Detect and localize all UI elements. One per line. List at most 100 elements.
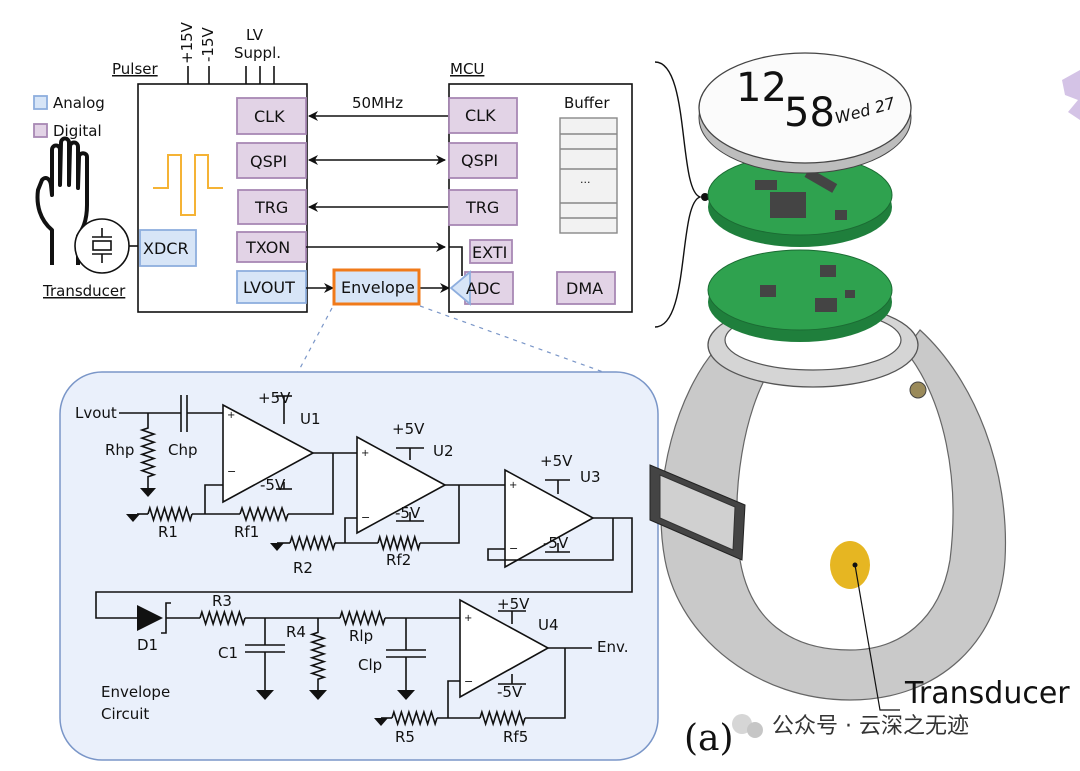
watch-face (698, 52, 912, 164)
rf1-resistor (239, 505, 289, 523)
mcu-exti (469, 239, 513, 264)
mcu-adc-label: ADC (466, 279, 500, 298)
lv-supply-label-1: LV (246, 26, 264, 44)
zoom-guide-right (419, 305, 607, 374)
legend-digital-label: Digital (53, 122, 102, 140)
ground-icon (256, 690, 274, 700)
u1-vneg: -5V (260, 476, 286, 494)
u3-label: U3 (580, 468, 601, 486)
supply-neg15: -15V (199, 27, 217, 62)
ground-icon (397, 690, 415, 700)
ground-icon (140, 488, 156, 497)
d1-label: D1 (137, 636, 158, 654)
pulser-txon-label: TXON (245, 238, 290, 257)
pulser-trg-label: TRG (254, 198, 288, 217)
envelope-block (332, 268, 421, 306)
ground-icon (126, 514, 140, 522)
u1-vpos: +5V (258, 389, 291, 407)
pulser-xdcr-label: XDCR (143, 239, 189, 258)
wechat-icon (732, 714, 752, 734)
watermark: 公众号 · 云深之无迹 (732, 714, 969, 739)
rf5-label: Rf5 (503, 728, 528, 746)
mcu-block: MCU CLK QSPI TRG EXTI ADC DMA Buffer ... (448, 60, 633, 313)
ground-icon (270, 543, 284, 551)
lv-supply-label-2: Suppl. (234, 44, 281, 62)
pulser-block: Pulser +15V -15V LV Suppl. CLK QSPI TRG … (112, 21, 308, 313)
mcu-qspi-label: QSPI (461, 151, 498, 170)
supply-pos15: +15V (178, 21, 196, 64)
mcu-dma (556, 271, 616, 305)
r2-resistor (289, 534, 336, 552)
rlp-label: Rlp (349, 627, 373, 645)
transducer-symbol-icon (74, 218, 140, 274)
rhp-resistor (139, 413, 157, 488)
r4-resistor (309, 618, 327, 690)
bracket (654, 61, 703, 328)
rhp-label: Rhp (105, 441, 134, 459)
hand-icon (35, 136, 89, 265)
pulser-qspi (236, 142, 307, 179)
c1-label: C1 (218, 644, 238, 662)
buffer-ellipsis: ... (580, 173, 591, 186)
mcu-title: MCU (450, 60, 484, 78)
svg-text:−: − (227, 465, 236, 478)
pulser-trg (237, 189, 307, 225)
adc-triangle-icon (449, 270, 471, 306)
legend-analog-swatch (33, 95, 48, 110)
pulser-clk (236, 97, 307, 135)
r1-label: R1 (158, 523, 178, 541)
u1-label: U1 (300, 410, 321, 428)
legend: Analog Digital (33, 94, 105, 140)
legend-digital-swatch (33, 123, 48, 138)
chp-label: Chp (168, 441, 198, 459)
mcu-clk-label: CLK (465, 106, 496, 125)
pulser-title: Pulser (112, 60, 158, 78)
zoom-guide-left (297, 307, 333, 373)
watch-illustration: 12 58 Wed 27 (649, 52, 1080, 711)
output-env-label: Env. (597, 638, 628, 656)
rlp-resistor (339, 609, 386, 627)
r3-label: R3 (212, 592, 232, 610)
rf5-resistor (479, 709, 526, 727)
envelope-block-label: Envelope (341, 278, 415, 297)
u4-label: U4 (538, 616, 559, 634)
svg-text:+: + (227, 410, 235, 421)
u2-label: U2 (433, 442, 454, 460)
ground-icon (374, 718, 388, 726)
watch-hour: 12 (736, 65, 787, 111)
u2-vneg: -5V (395, 504, 421, 522)
u2-vpos: +5V (392, 420, 425, 438)
u4-vpos: +5V (497, 595, 530, 613)
u3-vpos: +5V (540, 452, 573, 470)
r4-label: R4 (286, 623, 306, 641)
envelope-circuit: Lvout Rhp Chp +− +5V -5V U1 R1 Rf1 +− +5… (75, 389, 633, 746)
pcb-lower (707, 249, 893, 331)
mcu-trg-label: TRG (465, 198, 499, 217)
ground-icon (309, 690, 327, 700)
legend-analog-label: Analog (53, 94, 105, 112)
pulser-txon (236, 231, 307, 263)
circuit-title-1: Envelope (101, 683, 170, 701)
svg-text:−: − (361, 511, 370, 524)
buffer-label: Buffer (564, 94, 610, 112)
envelope-circuit-panel (59, 371, 659, 761)
svg-text:−: − (464, 675, 473, 688)
u3-vneg: -5V (543, 534, 569, 552)
pulser-clk-label: CLK (254, 107, 285, 126)
r1-resistor (147, 505, 193, 523)
interconnects: 50MHz (297, 94, 607, 374)
opamp-u2 (356, 435, 447, 535)
mcu-qspi (448, 142, 518, 179)
svg-text:+: + (464, 613, 472, 624)
svg-text:+: + (361, 448, 369, 459)
watch-minute: 58 (784, 90, 835, 136)
partial-shape-icon (1062, 70, 1080, 120)
clock-freq-label: 50MHz (352, 94, 403, 112)
circuit-title-2: Circuit (101, 705, 149, 723)
buffer-stack (559, 117, 618, 234)
r5-resistor (391, 709, 438, 727)
transducer-label: Transducer (42, 282, 126, 300)
watermark-text: 公众号 · 云深之无迹 (772, 714, 969, 739)
mcu-trg (448, 189, 518, 226)
